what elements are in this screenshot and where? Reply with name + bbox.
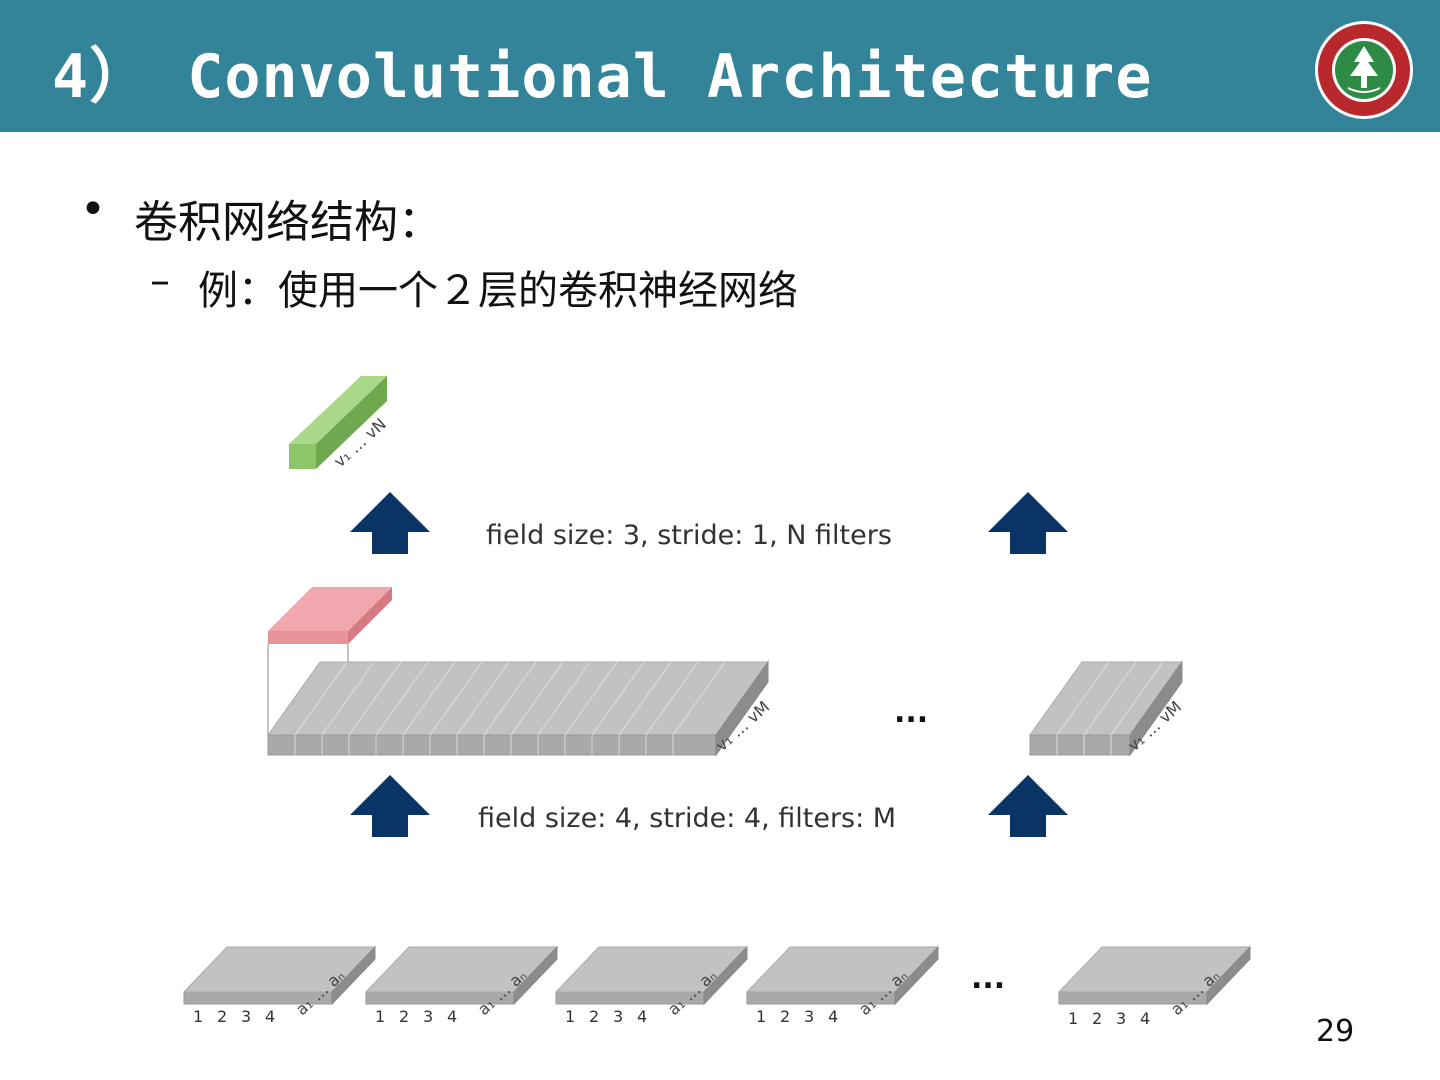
svg-text:1: 1 (1068, 1009, 1078, 1028)
hidden-layer-main: v₁ … vM (267, 660, 773, 757)
svg-text:4: 4 (637, 1007, 647, 1026)
arrow-up-icon (988, 492, 1068, 554)
bottom-layer-label: field size: 4, stride: 4, filters: M (478, 803, 896, 834)
svg-text:2: 2 (217, 1007, 227, 1026)
svg-text:1: 1 (193, 1007, 203, 1026)
svg-text:3: 3 (804, 1007, 814, 1026)
slide-title: 4） Convolutional Architecture (52, 42, 1153, 112)
svg-text:1: 1 (375, 1007, 385, 1026)
title-bar: 4） Convolutional Architecture (0, 0, 1440, 132)
svg-text:4: 4 (1140, 1009, 1150, 1028)
bullet-marker: • (80, 184, 106, 235)
svg-text:2: 2 (589, 1007, 599, 1026)
page-number: 29 (1316, 1014, 1355, 1049)
input-ellipsis: ... (971, 961, 1005, 996)
arrow-up-icon (988, 775, 1068, 837)
svg-text:4: 4 (265, 1007, 275, 1026)
svg-text:4: 4 (828, 1007, 838, 1026)
output-layer: v₁ … vN (289, 376, 390, 471)
svg-text:2: 2 (780, 1007, 790, 1026)
svg-text:1: 1 (756, 1007, 766, 1026)
hidden-ellipsis: ... (894, 695, 928, 730)
university-logo (1315, 21, 1413, 119)
svg-text:3: 3 (423, 1007, 433, 1026)
filter-window (267, 587, 392, 735)
arrow-up-icon (350, 775, 430, 837)
svg-text:3: 3 (241, 1007, 251, 1026)
svg-text:2: 2 (399, 1007, 409, 1026)
svg-text:1: 1 (565, 1007, 575, 1026)
sub-bullet-text: 例：使用一个２层的卷积神经网络 (198, 268, 798, 314)
svg-text:4: 4 (447, 1007, 457, 1026)
svg-text:3: 3 (613, 1007, 623, 1026)
sub-bullet-marker: – (150, 258, 170, 304)
hidden-layer-right: v₁ … vM (1029, 660, 1185, 757)
top-layer-label: field size: 3, stride: 1, N filters (486, 520, 892, 551)
bullet-text: 卷积网络结构： (134, 197, 442, 248)
svg-text:2: 2 (1092, 1009, 1102, 1028)
arrow-up-icon (350, 492, 430, 554)
svg-text:3: 3 (1116, 1009, 1126, 1028)
